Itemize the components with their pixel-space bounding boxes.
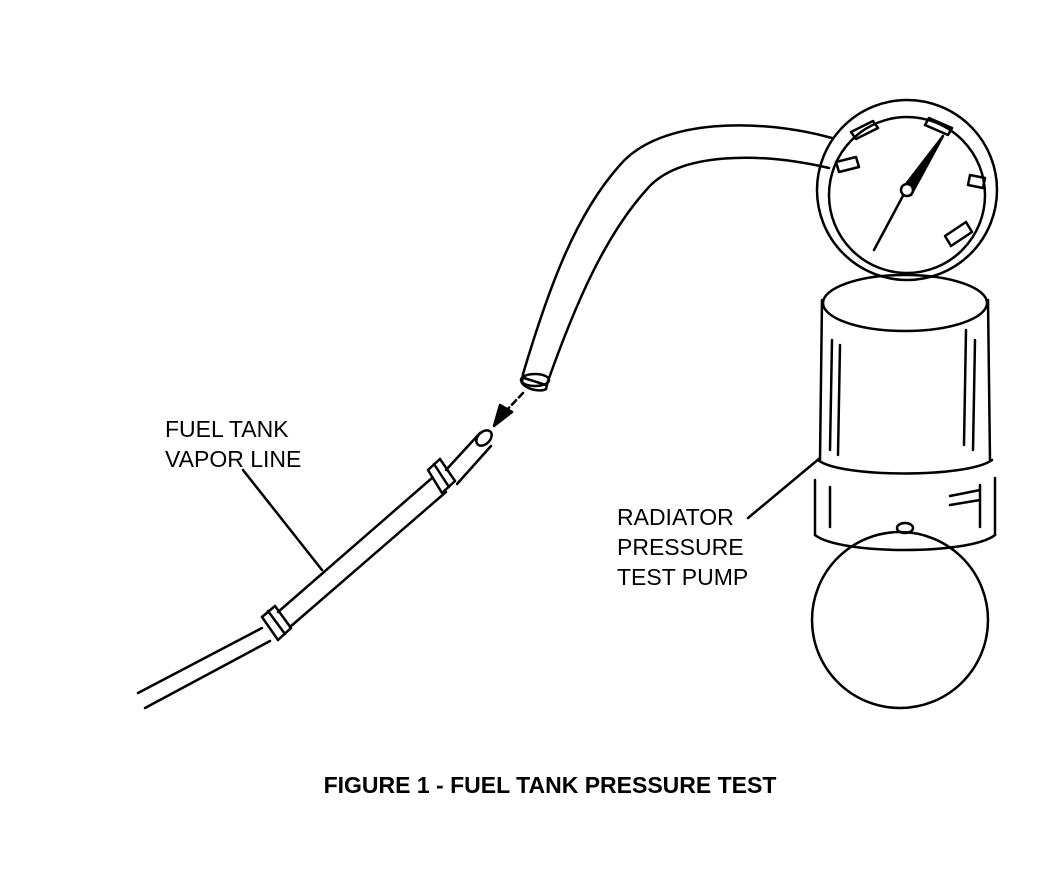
leader-line-vapor <box>241 468 324 572</box>
vapor-line-label-line-2: VAPOR LINE <box>165 446 302 472</box>
pump-hose <box>519 124 834 392</box>
vapor-line-label: FUEL TANK VAPOR LINE <box>165 414 301 474</box>
pump-cylinder <box>813 273 997 552</box>
leader-line-pump <box>746 456 822 520</box>
figure-caption: FIGURE 1 - FUEL TANK PRESSURE TEST <box>323 772 777 798</box>
pump-handle-knob <box>810 530 990 710</box>
pump-label: RADIATOR PRESSURE TEST PUMP <box>617 502 748 592</box>
fuel-tank-vapor-line <box>136 429 493 710</box>
pump-label-line-3: TEST PUMP <box>617 564 749 590</box>
connection-arrow <box>492 391 525 428</box>
vapor-line-label-line-1: FUEL TANK <box>165 416 289 442</box>
hose-clamp-upper <box>426 457 457 495</box>
hose-clamp-lower <box>260 604 293 642</box>
pump-label-line-1: RADIATOR <box>617 504 734 530</box>
pump-label-line-2: PRESSURE <box>617 534 744 560</box>
pressure-gauge <box>815 98 999 282</box>
